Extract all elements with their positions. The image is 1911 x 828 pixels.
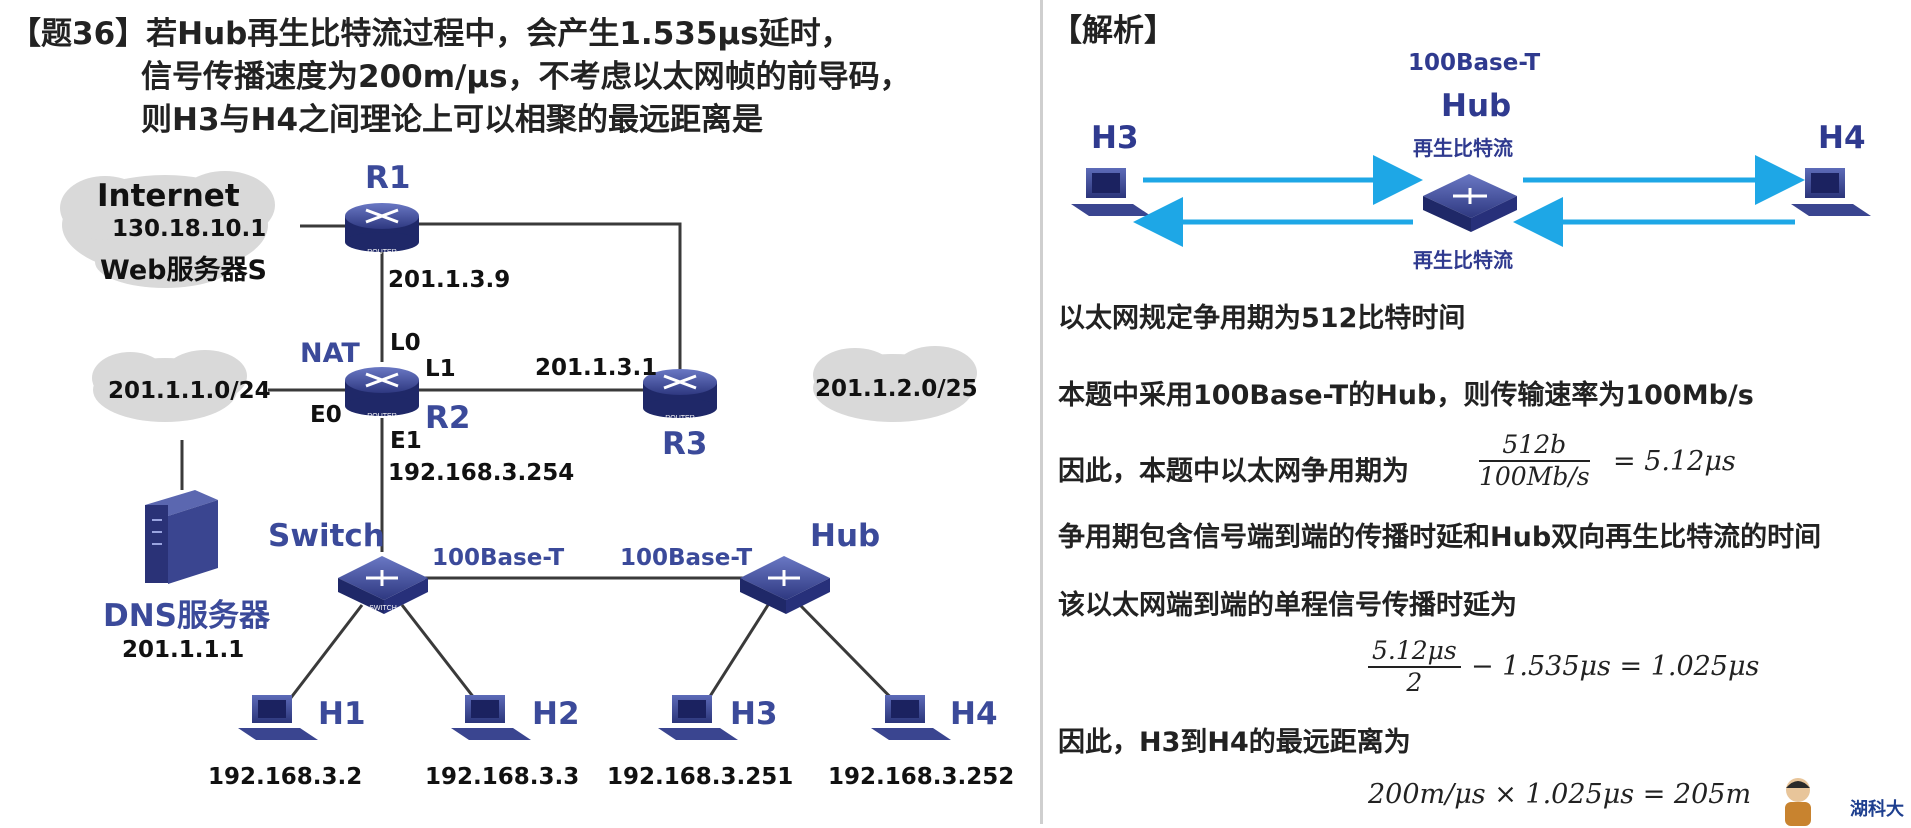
web-server-ip: 130.18.10.1 [112,216,267,242]
pc-h3-icon [658,695,738,740]
r1-label: R1 [365,160,411,196]
router-r1-icon [345,203,419,252]
panel-divider [1040,0,1043,824]
formula1-numerator: 512b [1479,430,1590,462]
r2-label: R2 [425,400,471,436]
formula1-result: = 5.12μs [1613,446,1736,477]
e1-label: E1 [390,428,422,454]
formula1-denominator: 100Mb/s [1479,462,1590,491]
l1-label: L1 [425,356,456,382]
formula1-fraction: 512b 100Mb/s [1479,430,1590,492]
question-line-1: 【题36】若Hub再生比特流过程中，会产生1.535μs延时， [10,16,852,52]
nat-label: NAT [300,338,360,369]
h1-ip: 192.168.3.2 [208,764,363,790]
pc-h1-icon [238,695,318,740]
web-server-label: Web服务器S [100,255,267,286]
question-line-3: 则H3与H4之间理论上可以相聚的最远距离是 [141,102,764,138]
switch-label: Switch [268,518,385,554]
hub-link-label: 100Base-T [620,545,753,571]
diagram-h3-label: H3 [1091,120,1139,156]
signal-arrows [1133,155,1805,247]
dns-server-label: DNS服务器 [103,598,271,634]
cloud-201-1-1-0 [92,350,247,422]
r1-device-tag: ROUTER [367,249,397,256]
formula2-rest: − 1.535μs = 1.025μs [1471,651,1760,682]
watermark-label: 湖科大 [1850,799,1904,820]
hub-device-icon [1423,174,1517,232]
analysis-line-3: 因此，本题中以太网争用期为 [1058,456,1409,487]
dns-server-ip: 201.1.1.1 [122,637,245,663]
analysis-line-2: 本题中采用100Base-T的Hub，则传输速率为100Mb/s [1058,380,1754,411]
internet-label: Internet [97,178,240,214]
hub-regeneration-diagram [1071,155,1871,247]
diagram-regen-bottom: 再生比特流 [1413,248,1513,272]
router-r2-icon [345,367,419,416]
formula2-denominator: 2 [1406,668,1423,697]
hub-label: Hub [810,518,881,554]
diagram-regen-top: 再生比特流 [1413,136,1513,160]
h4-pc-icon [1791,168,1871,216]
pc-h4-icon [871,695,951,740]
diagram-standard-label: 100Base-T [1408,50,1541,76]
cloud-201-1-2-0 [813,346,977,422]
diagram-hub-label: Hub [1441,88,1512,124]
analysis-line-4: 争用期包含信号端到端的传播时延和Hub双向再生比特流的时间 [1058,522,1822,553]
analysis-line-1: 以太网规定争用期为512比特时间 [1058,303,1466,334]
r3-device-tag: ROUTER [665,415,695,422]
question-panel: 【题36】若Hub再生比特流过程中，会产生1.535μs延时， 信号传播速度为2… [10,16,1015,790]
h4-ip: 192.168.3.252 [828,764,1015,790]
formula3: 200m/μs × 1.025μs = 205m [1368,779,1752,810]
internet-cloud [60,171,275,288]
analysis-header: 【解析】 [1051,13,1175,49]
dns-server-icon [145,490,218,584]
h3-ip: 192.168.3.251 [607,764,794,790]
switch-icon [338,556,428,614]
diagram-h4-label: H4 [1818,120,1866,156]
l0-label: L0 [390,330,421,356]
formula2-numerator: 5.12μs [1368,636,1461,668]
r2-device-tag: ROUTER [367,413,397,420]
h1-label: H1 [318,696,366,732]
h2-label: H2 [532,696,580,732]
h2-ip: 192.168.3.3 [425,764,580,790]
presenter-avatar-icon [1785,778,1811,826]
topology-links [180,222,907,714]
r3-ip: 201.1.3.1 [535,355,658,381]
topology-diagram: ROUTER ROUTER ROUTER SWITCH [60,171,977,740]
hub-icon [740,556,830,614]
r3-label: R3 [662,426,708,462]
h3-pc-icon [1071,168,1151,216]
switch-device-tag: SWITCH [369,605,397,612]
cloud-left-label: 201.1.1.0/24 [108,378,271,404]
h4-label: H4 [950,696,998,732]
pc-h2-icon [451,695,531,740]
r1-ip: 201.1.3.9 [388,267,511,293]
analysis-line-6: 因此，H3到H4的最远距离为 [1058,727,1411,758]
analysis-panel: 【解析】 [1043,0,1911,824]
router-r3-icon [643,369,717,418]
e0-label: E0 [310,402,342,428]
switch-link-label: 100Base-T [432,545,565,571]
question-line-2: 信号传播速度为200m/μs，不考虑以太网帧的前导码， [141,59,911,95]
cloud-right-label: 201.1.2.0/25 [815,376,978,402]
h3-label: H3 [730,696,778,732]
formula2-fraction: 5.12μs 2 [1368,636,1461,698]
analysis-line-5: 该以太网端到端的单程信号传播时延为 [1058,590,1517,621]
e1-ip: 192.168.3.254 [388,460,575,486]
